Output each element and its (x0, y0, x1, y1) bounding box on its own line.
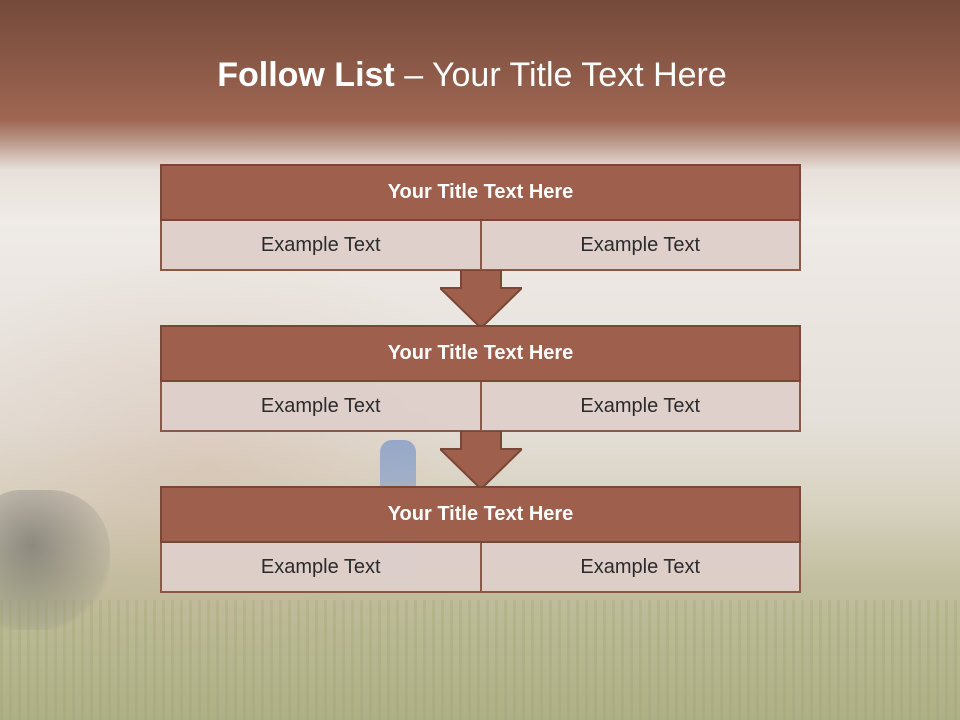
block-cell-left: Example Text (160, 382, 482, 432)
list-block-2: Your Title Text Here Example Text Exampl… (160, 325, 801, 432)
list-block-3: Your Title Text Here Example Text Exampl… (160, 486, 801, 593)
block-title: Your Title Text Here (160, 486, 801, 543)
block-row: Example Text Example Text (160, 382, 801, 432)
block-cell-right: Example Text (481, 382, 801, 432)
background-grass (0, 600, 960, 720)
block-title: Your Title Text Here (160, 164, 801, 221)
list-block-1: Your Title Text Here Example Text Exampl… (160, 164, 801, 271)
background-skate (0, 490, 110, 630)
down-arrow-icon (440, 270, 522, 328)
slide-title-rest: – Your Title Text Here (394, 56, 727, 94)
block-cell-right: Example Text (481, 543, 801, 593)
down-arrow-icon (440, 431, 522, 489)
block-row: Example Text Example Text (160, 543, 801, 593)
block-title: Your Title Text Here (160, 325, 801, 382)
block-cell-right: Example Text (481, 221, 801, 271)
block-cell-left: Example Text (160, 221, 482, 271)
slide-title: Follow List – Your Title Text Here (0, 52, 944, 98)
block-row: Example Text Example Text (160, 221, 801, 271)
slide-title-bold: Follow List (217, 56, 395, 94)
block-cell-left: Example Text (160, 543, 482, 593)
